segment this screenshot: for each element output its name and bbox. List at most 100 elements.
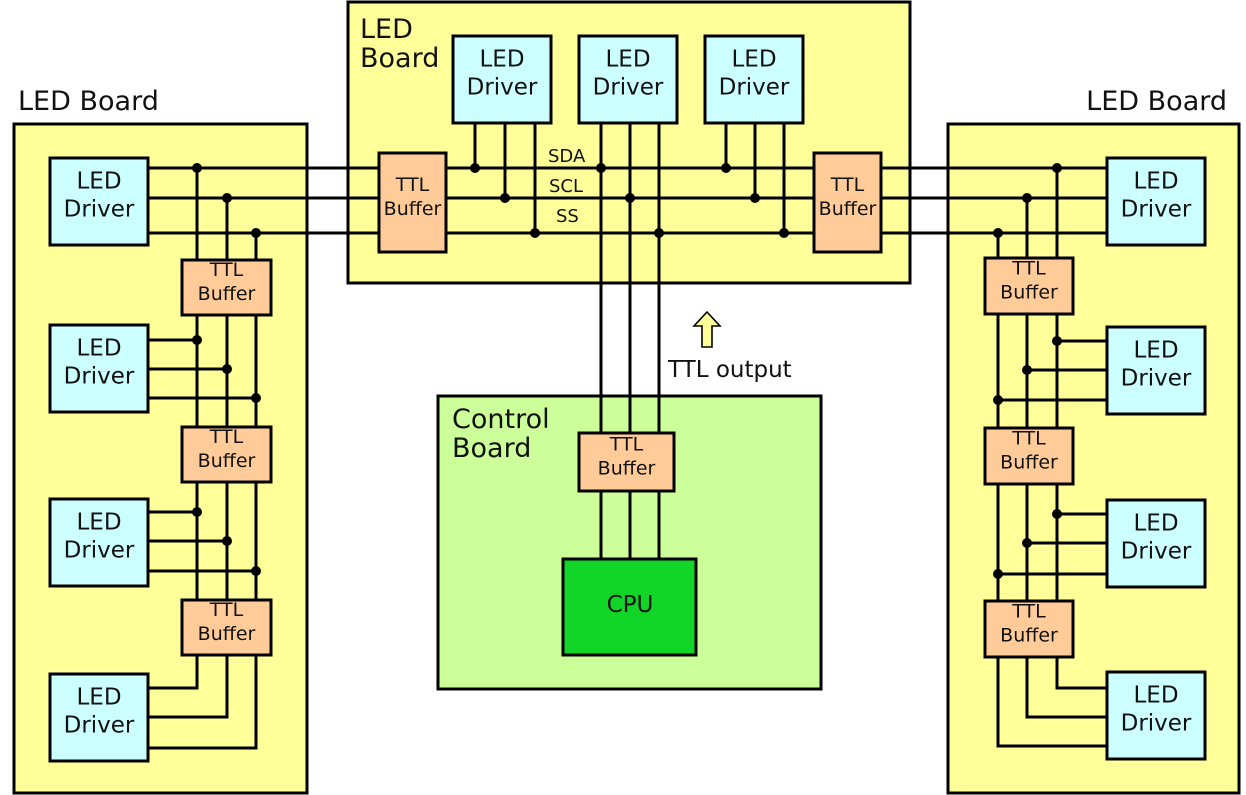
junction-dot-left-2-scl <box>222 364 232 374</box>
junction-dot-left-3-sda <box>192 507 202 517</box>
top-ttl-buffer-left <box>377 151 448 254</box>
left-ttl-buffer-2-label-line2: Buffer <box>198 450 256 472</box>
control-ttl-buffer <box>577 431 676 493</box>
junction-dot-top-2-ss <box>654 228 664 238</box>
junction-dot-right-top-sda <box>1052 163 1062 173</box>
junction-dot-top-2-sda <box>596 163 606 173</box>
junction-dot-right-3-ss <box>993 569 1003 579</box>
ttl-output-caption: TTL output <box>667 357 792 383</box>
top-ttl-buffer-right-label-line1: TTL <box>830 174 865 196</box>
right-led-driver-4 <box>1105 670 1207 761</box>
control-ttl-buffer-label-line1: TTL <box>609 434 644 456</box>
left-led-driver-2 <box>48 323 150 414</box>
right-board-title: LED Board <box>1086 86 1227 117</box>
right-led-driver-1-label-line1: LED <box>1133 169 1178 195</box>
left-led-driver-3-label-line1: LED <box>76 510 121 536</box>
junction-dot-top-1-sda <box>470 163 480 173</box>
left-ttl-buffer-3-label-line1: TTL <box>209 599 244 621</box>
up-arrow-icon <box>692 310 722 348</box>
junction-dot-right-top-ss <box>993 228 1003 238</box>
cpu-label: CPU <box>607 592 654 618</box>
left-ttl-buffer-1-label-line1: TTL <box>209 259 244 281</box>
junction-dot-left-top-ss <box>251 228 261 238</box>
junction-dot-right-3-sda <box>1052 509 1062 519</box>
control-ttl-buffer-label-line2: Buffer <box>598 458 656 480</box>
junction-dot-right-3-scl <box>1022 538 1032 548</box>
left-led-driver-1-label-line2: Driver <box>64 197 135 223</box>
top-led-driver-1-label-line2: Driver <box>467 75 538 101</box>
top-ttl-buffer-right-label-line2: Buffer <box>819 198 877 220</box>
right-led-driver-1 <box>1105 156 1207 247</box>
right-ttl-buffer-3 <box>983 599 1075 659</box>
junction-dot-left-2-sda <box>192 335 202 345</box>
right-ttl-buffer-1-label-line2: Buffer <box>1000 282 1058 304</box>
right-led-driver-4-label-line2: Driver <box>1121 711 1192 737</box>
left-ttl-buffer-2-label-line1: TTL <box>209 426 244 448</box>
right-ttl-buffer-3-label-line1: TTL <box>1011 601 1046 623</box>
right-ttl-buffer-3-label-line2: Buffer <box>1000 625 1058 647</box>
right-led-driver-3-label-line1: LED <box>1133 511 1178 537</box>
right-led-driver-1-label-line2: Driver <box>1121 197 1192 223</box>
junction-dot-top-2-scl <box>625 193 635 203</box>
left-ttl-buffer-1-label-line2: Buffer <box>198 283 256 305</box>
right-led-driver-2-label-line2: Driver <box>1121 366 1192 392</box>
left-led-driver-4-label-line1: LED <box>76 685 121 711</box>
junction-dot-top-1-scl <box>500 193 510 203</box>
top-led-driver-1-label-line1: LED <box>479 47 524 73</box>
right-led-driver-4-label-line1: LED <box>1133 683 1178 709</box>
bus-label-scl: SCL <box>549 176 583 197</box>
right-led-driver-3 <box>1105 498 1207 589</box>
junction-dot-left-top-sda <box>192 163 202 173</box>
left-ttl-buffer-3 <box>180 598 273 657</box>
junction-dot-top-3-sda <box>721 163 731 173</box>
right-ttl-buffer-2-label-line2: Buffer <box>1000 452 1058 474</box>
left-led-driver-3 <box>48 497 150 588</box>
control-board-title-line2: Board <box>452 433 531 464</box>
junction-dot-right-2-sda <box>1052 336 1062 346</box>
right-led-driver-2-label-line1: LED <box>1133 338 1178 364</box>
control-board-title-line1: Control <box>452 404 550 435</box>
top-ttl-buffer-left-label-line2: Buffer <box>384 198 442 220</box>
right-ttl-buffer-1-label-line1: TTL <box>1011 258 1046 280</box>
top-led-driver-2 <box>577 34 679 125</box>
cpu-block <box>561 557 698 657</box>
left-led-driver-4 <box>48 672 150 763</box>
top-led-driver-1 <box>451 34 553 125</box>
junction-dot-right-2-scl <box>1022 365 1032 375</box>
junction-dot-top-3-scl <box>750 193 760 203</box>
junction-dot-left-top-scl <box>222 193 232 203</box>
junction-dot-left-2-ss <box>251 393 261 403</box>
left-led-driver-3-label-line2: Driver <box>64 538 135 564</box>
top-led-driver-3 <box>703 34 805 125</box>
left-ttl-buffer-3-label-line2: Buffer <box>198 623 256 645</box>
right-led-driver-3-label-line2: Driver <box>1121 539 1192 565</box>
left-led-driver-2-label-line2: Driver <box>64 364 135 390</box>
left-ttl-buffer-1 <box>180 258 273 317</box>
top-board-title-line1: LED <box>360 14 413 45</box>
junction-dot-left-3-scl <box>222 536 232 546</box>
top-ttl-buffer-right <box>812 151 883 254</box>
top-led-driver-2-label-line2: Driver <box>593 75 664 101</box>
top-board-title-line2: Board <box>360 43 439 74</box>
left-ttl-buffer-2 <box>180 425 273 484</box>
labels-layer: LED Board LED Board LED Board Control Bo… <box>18 14 1227 739</box>
left-led-driver-4-label-line2: Driver <box>64 713 135 739</box>
bus-label-ss: SS <box>556 206 579 227</box>
top-led-driver-2-label-line1: LED <box>605 47 650 73</box>
top-led-driver-3-label-line1: LED <box>731 47 776 73</box>
bus-label-sda: SDA <box>548 146 586 167</box>
left-led-driver-1 <box>48 156 150 247</box>
left-board-title: LED Board <box>18 86 159 117</box>
right-ttl-buffer-1 <box>983 256 1075 316</box>
components-layer <box>48 34 1207 763</box>
right-ttl-buffer-2-label-line1: TTL <box>1011 428 1046 450</box>
left-led-driver-1-label-line1: LED <box>76 169 121 195</box>
top-led-driver-3-label-line2: Driver <box>719 75 790 101</box>
junction-dot-left-3-ss <box>251 566 261 576</box>
junction-dots-layer <box>192 163 1062 579</box>
right-led-driver-2 <box>1105 325 1207 416</box>
right-ttl-buffer-2 <box>983 426 1075 486</box>
junction-dot-top-1-ss <box>530 228 540 238</box>
left-led-driver-2-label-line1: LED <box>76 336 121 362</box>
